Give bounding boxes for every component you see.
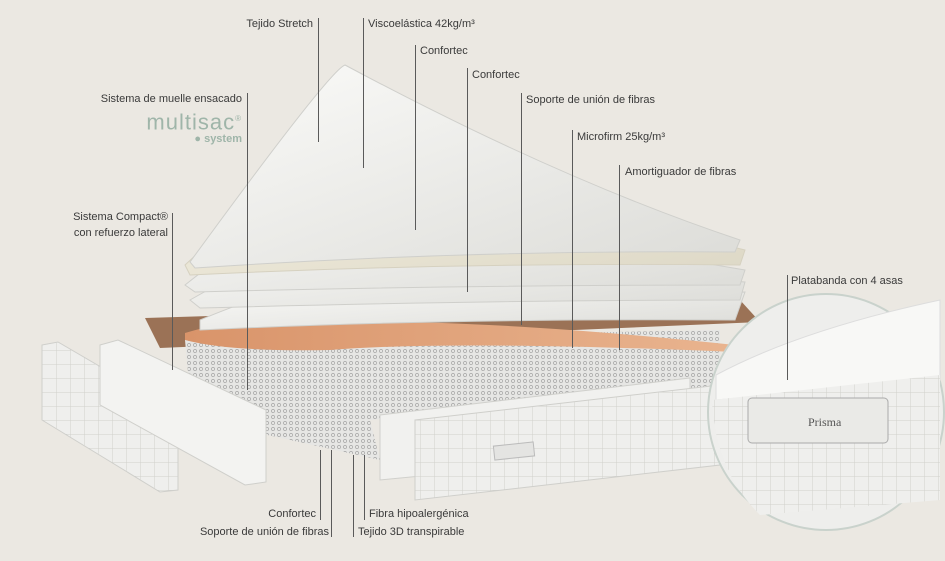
- logo-reg: ®: [235, 114, 242, 123]
- leader-line: [787, 275, 788, 380]
- label-amortiguador: Amortiguador de fibras: [625, 166, 737, 178]
- leader-line: [619, 165, 620, 350]
- brand-label: Prisma: [808, 415, 842, 429]
- label-tejido-stretch: Tejido Stretch: [246, 18, 313, 30]
- label-fibra: Fibra hipoalergénica: [369, 508, 469, 520]
- leader-line: [247, 93, 248, 390]
- leader-line: [331, 450, 332, 537]
- label-compact-2: con refuerzo lateral: [73, 227, 168, 239]
- handle: [747, 397, 889, 444]
- label-viscoelastica: Viscoelástica 42kg/m³: [368, 18, 475, 30]
- leader-line: [318, 18, 319, 142]
- leader-line: [364, 455, 365, 520]
- label-confortec-2: Confortec: [472, 69, 520, 81]
- label-soporte-top: Soporte de unión de fibras: [526, 94, 656, 106]
- leader-line: [353, 455, 354, 537]
- label-platabanda: Platabanda con 4 asas: [791, 275, 903, 287]
- side-panel-foam: [99, 339, 267, 486]
- label-compact-1: Sistema Compact®: [73, 211, 168, 223]
- label-microfirm: Microfirm 25kg/m³: [577, 131, 666, 143]
- label-confortec-bottom: Confortec: [268, 508, 316, 520]
- leader-line: [415, 45, 416, 230]
- leader-line: [172, 213, 173, 370]
- label-soporte-bottom: Soporte de unión de fibras: [199, 526, 329, 538]
- label-tejido-3d: Tejido 3D transpirable: [358, 526, 465, 538]
- multisac-logo: multisac® ● system: [146, 108, 242, 146]
- label-confortec-1: Confortec: [420, 45, 468, 57]
- logo-name: multisac: [146, 109, 236, 135]
- side-panel-quilted: [41, 341, 179, 493]
- leader-line: [363, 18, 364, 168]
- leader-line: [521, 93, 522, 325]
- leader-line: [572, 130, 573, 348]
- leader-line: [320, 450, 321, 520]
- label-muelle: Sistema de muelle ensacado: [100, 93, 242, 105]
- leader-line: [467, 68, 468, 292]
- logo-sub: ● system: [194, 133, 242, 146]
